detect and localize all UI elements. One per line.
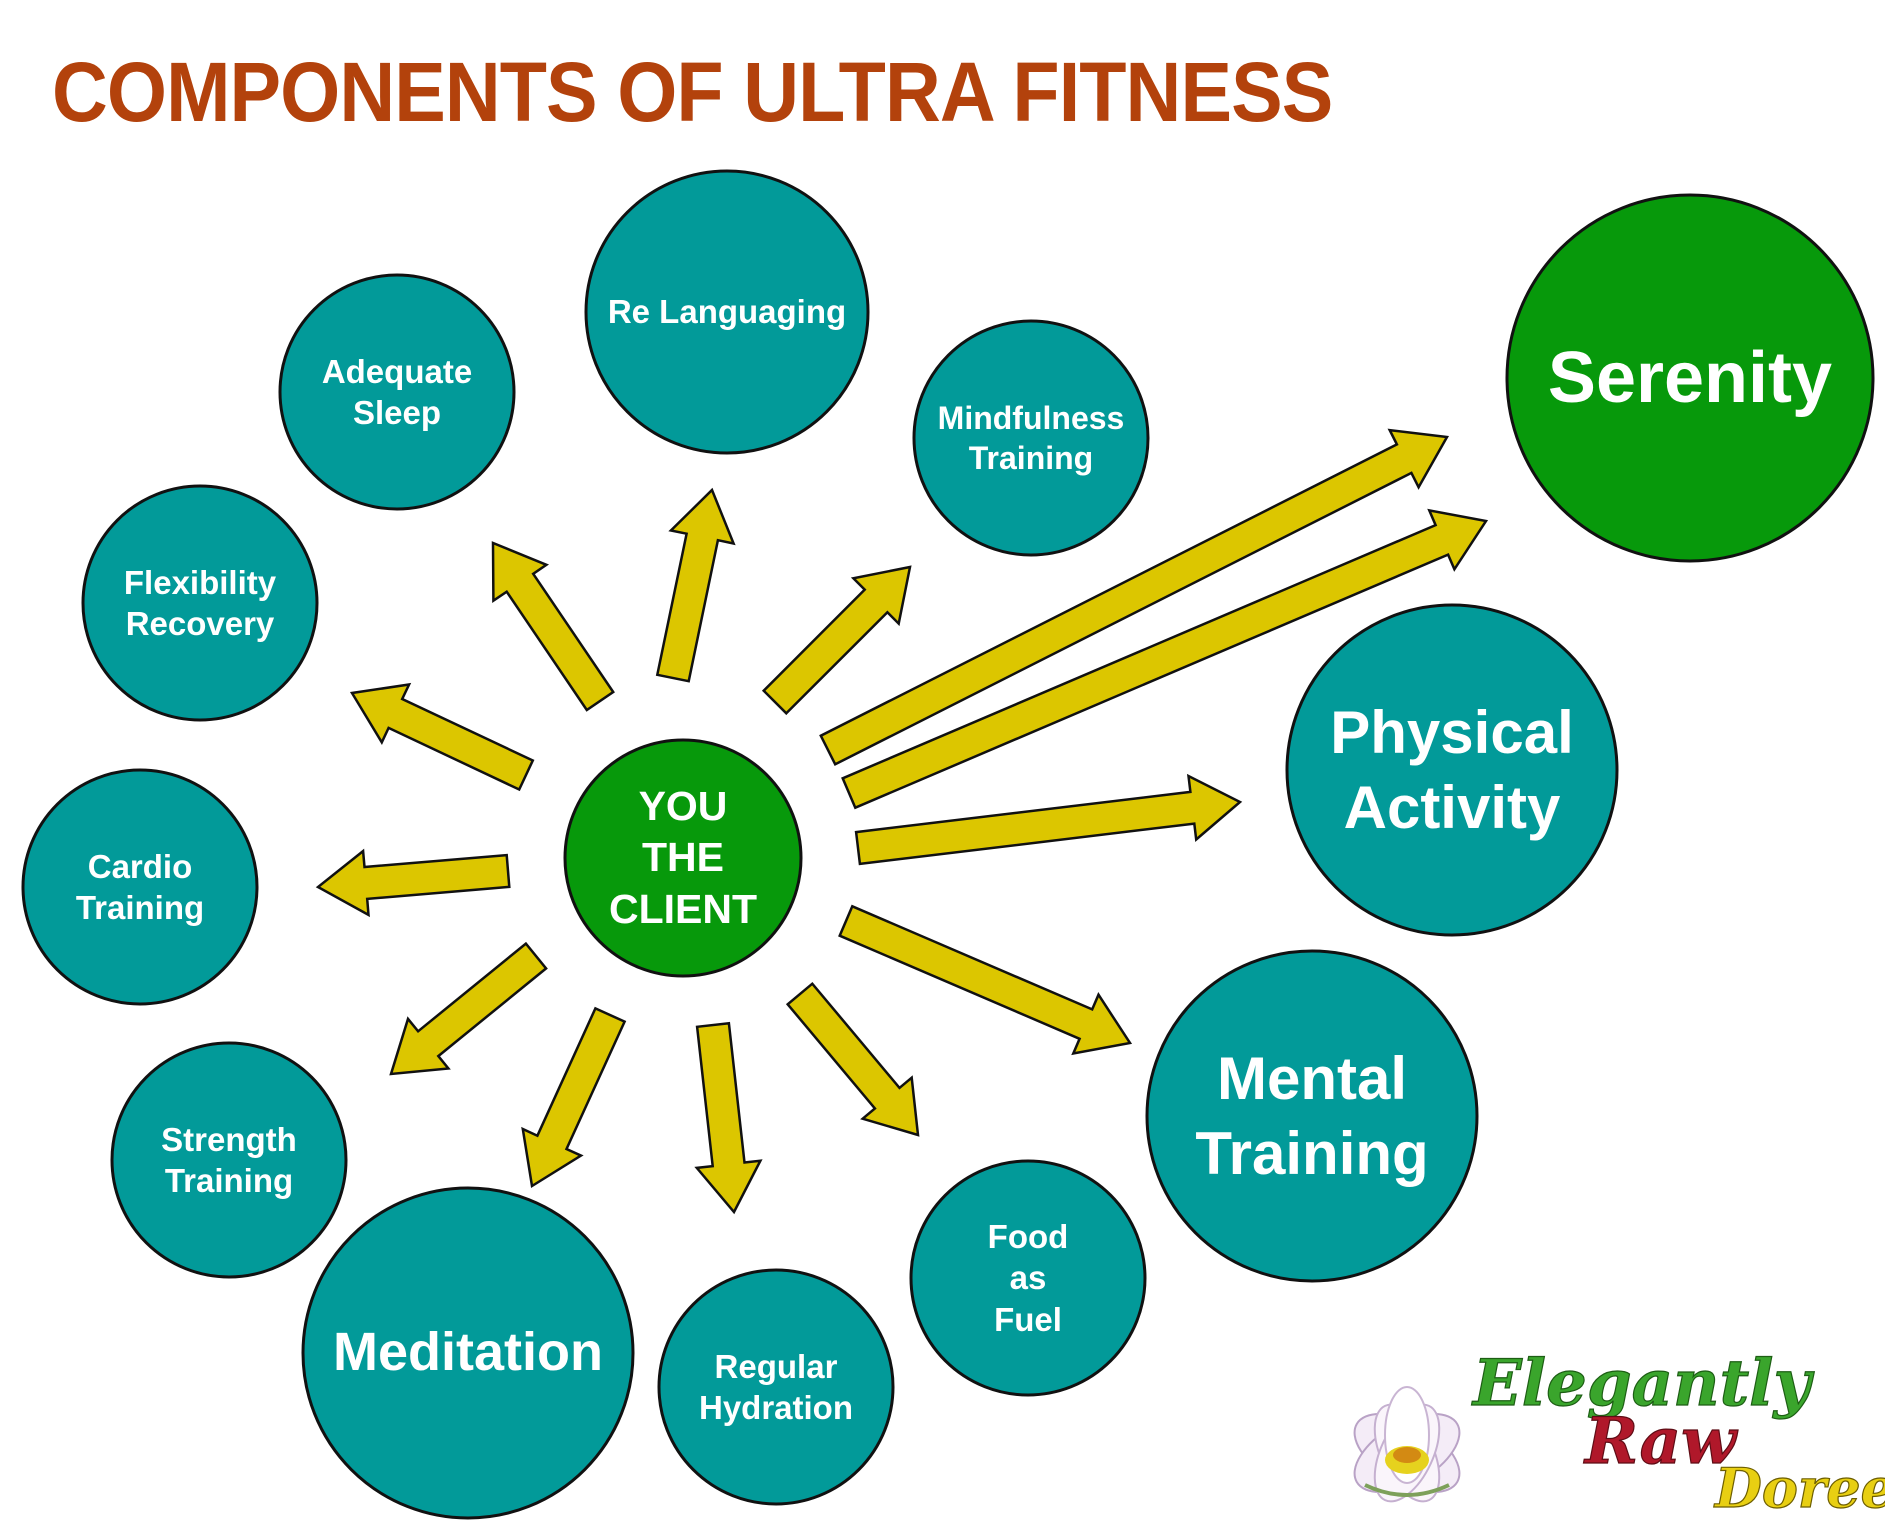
node-cardio-training-label: Cardio Training bbox=[75, 847, 205, 926]
node-you-the-client-circle bbox=[563, 738, 803, 978]
node-strength-training-circle bbox=[110, 1041, 348, 1279]
nodes-layer bbox=[21, 169, 1875, 1520]
node-mindfulness-training-circle bbox=[912, 319, 1150, 557]
node-serenity-label: Serenity bbox=[1547, 338, 1833, 418]
brand-logo: Elegantly Raw Doreet bbox=[1353, 1345, 1885, 1520]
node-physical-activity-label: Physical Activity bbox=[1330, 699, 1574, 841]
node-adequate-sleep-label: Adequate Sleep bbox=[321, 352, 473, 431]
node-flexibility-recovery-circle bbox=[81, 484, 319, 722]
arrow-to-re-languaging bbox=[655, 487, 736, 683]
arrow-to-food-as-fuel bbox=[785, 981, 920, 1137]
node-adequate-sleep-circle bbox=[278, 273, 516, 511]
node-mental-training-label: Mental Training bbox=[1195, 1045, 1429, 1187]
logo-line-3: Doreet bbox=[1713, 1456, 1885, 1520]
node-you-the-client-label: YOU THE CLIENT bbox=[608, 783, 758, 932]
node-mental-training-circle bbox=[1145, 949, 1479, 1283]
arrow-to-cardio-training bbox=[315, 848, 511, 918]
arrow-to-adequate-sleep bbox=[491, 541, 615, 712]
logo-line-1: Elegantly bbox=[1471, 1346, 1814, 1421]
arrow-to-meditation bbox=[521, 1006, 627, 1189]
node-serenity-circle bbox=[1505, 193, 1875, 563]
arrow-to-strength-training bbox=[389, 941, 548, 1076]
logo-line-2: Raw bbox=[1583, 1404, 1738, 1479]
arrow-to-mental-training bbox=[838, 904, 1133, 1056]
arrow-to-serenity-2 bbox=[841, 508, 1489, 810]
arrows-layer bbox=[315, 428, 1489, 1215]
node-physical-activity-circle bbox=[1285, 603, 1619, 937]
arrow-to-regular-hydration bbox=[694, 1021, 763, 1215]
node-regular-hydration-circle bbox=[657, 1268, 895, 1506]
node-re-languaging-label: Re Languaging bbox=[607, 293, 847, 331]
arrow-to-serenity-1 bbox=[819, 428, 1450, 766]
node-strength-training-label: Strength Training bbox=[161, 1120, 297, 1199]
arrow-to-physical-activity bbox=[854, 773, 1243, 866]
node-flexibility-recovery-label: Flexibility Recovery bbox=[123, 563, 277, 642]
node-food-as-fuel-label: Food as Fuel bbox=[987, 1218, 1069, 1338]
page-title: COMPONENTS OF ULTRA FITNESS bbox=[52, 45, 1333, 139]
node-regular-hydration-label: Regular Hydration bbox=[698, 1347, 853, 1426]
arrow-to-mindfulness-training bbox=[761, 565, 912, 716]
node-meditation-circle bbox=[301, 1186, 635, 1520]
node-food-as-fuel-circle bbox=[909, 1159, 1147, 1397]
arrow-to-flexibility-recovery bbox=[349, 682, 535, 792]
node-meditation-label: Meditation bbox=[333, 1322, 603, 1383]
lotus-flower-icon bbox=[1353, 1386, 1461, 1503]
node-re-languaging-circle bbox=[584, 169, 870, 455]
node-mindfulness-training-label: Mindfulness Training bbox=[937, 400, 1125, 476]
node-cardio-training-circle bbox=[21, 768, 259, 1006]
